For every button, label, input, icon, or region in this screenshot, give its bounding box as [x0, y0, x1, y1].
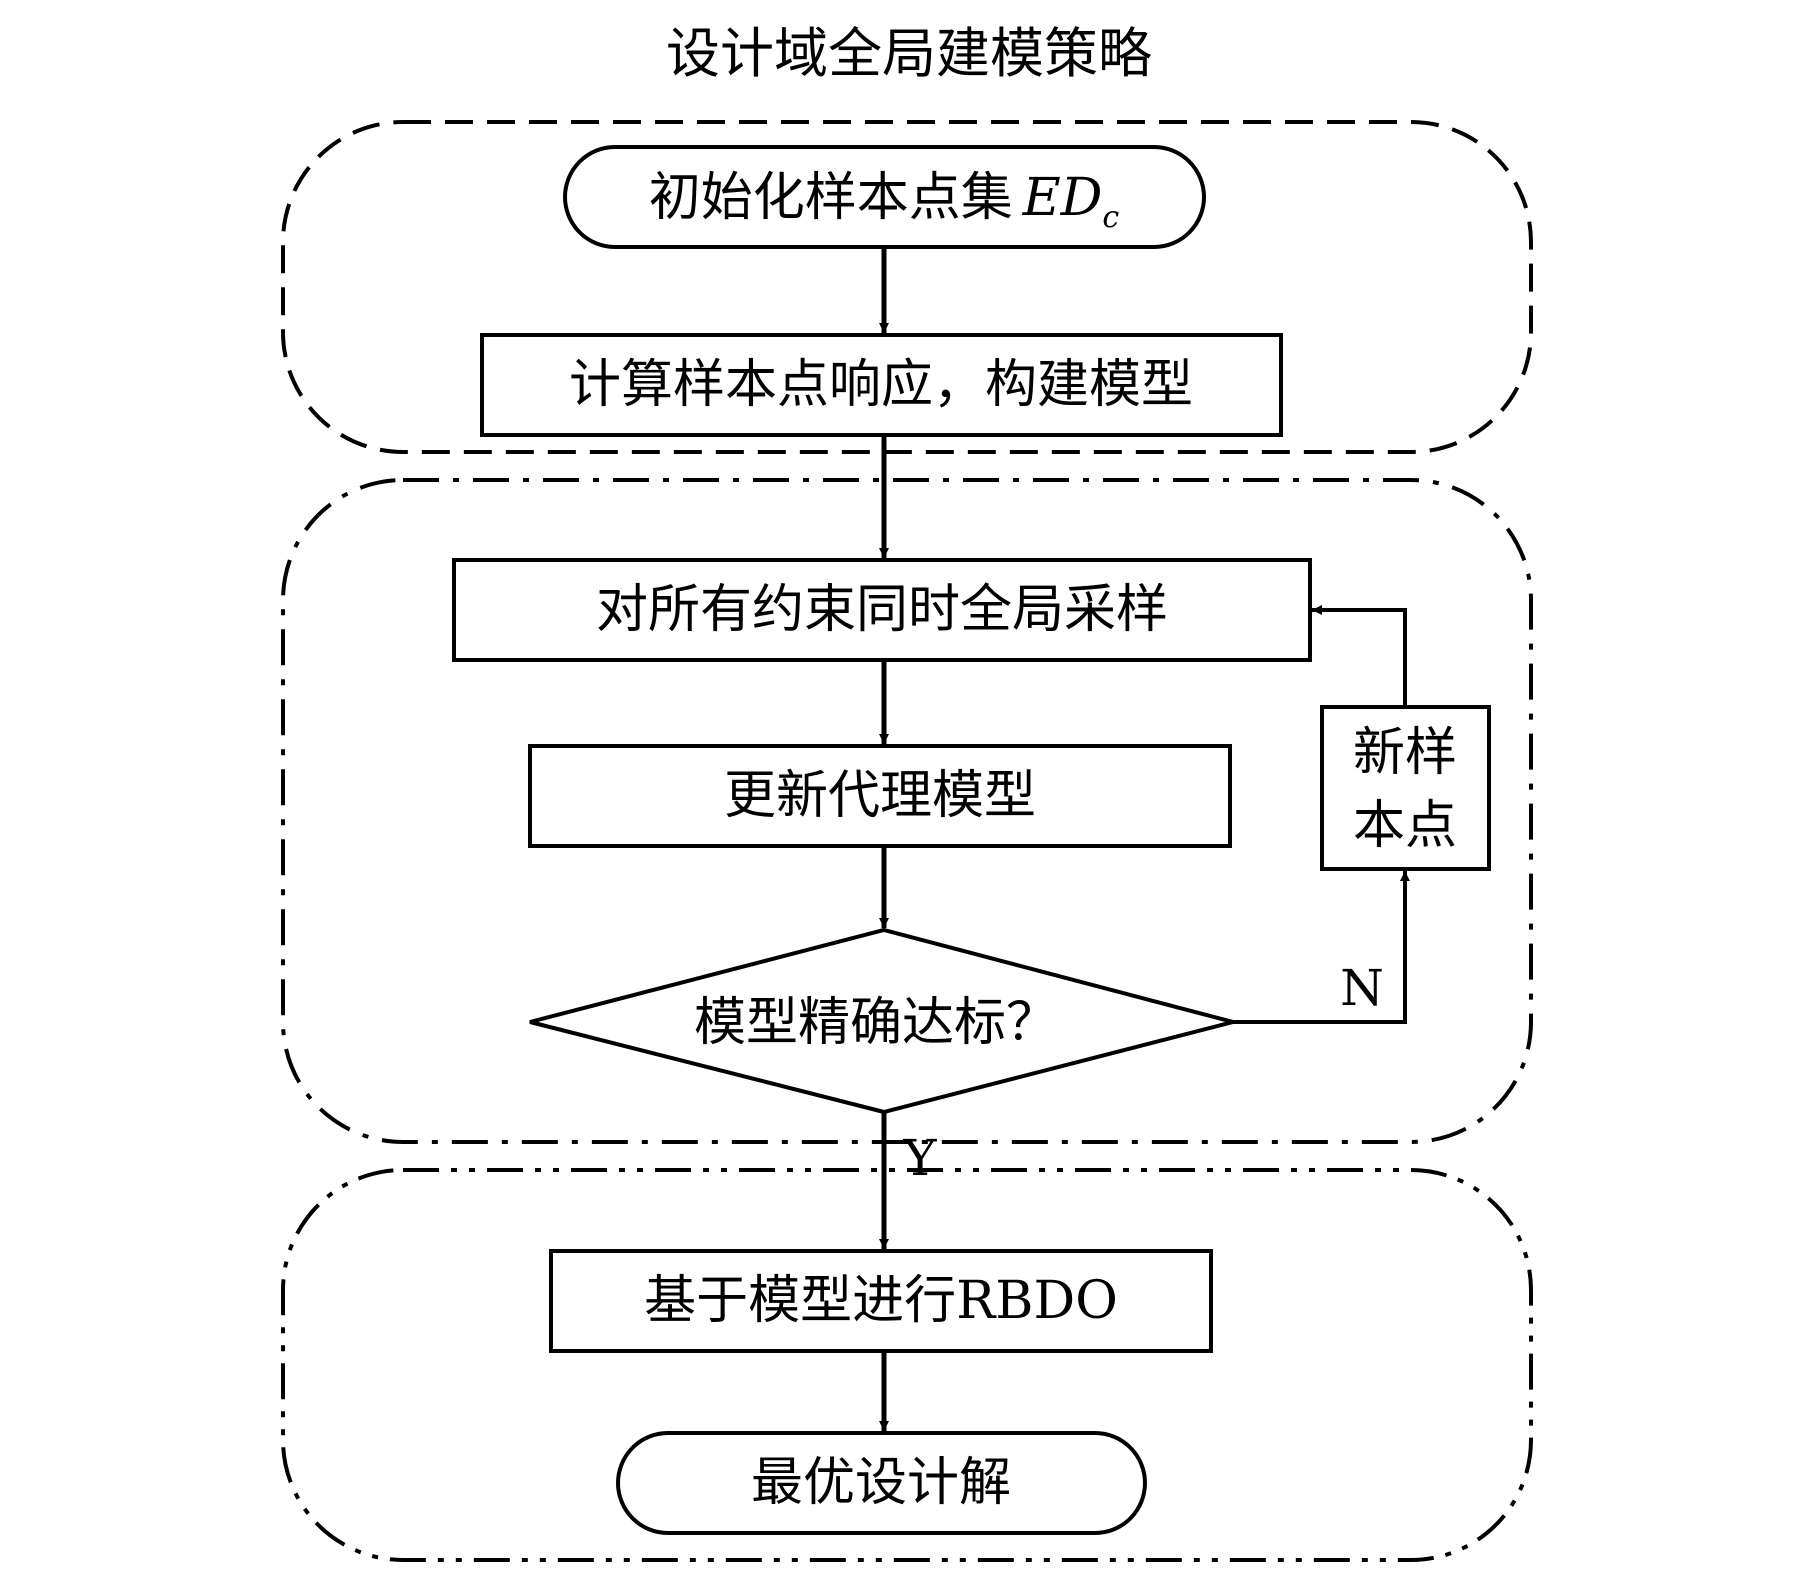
- new-point-label-1: 新样: [1353, 723, 1457, 783]
- update-node-label: 更新代理模型: [724, 766, 1036, 826]
- compute-node: [480, 333, 1283, 437]
- compute-node-label: 计算样本点响应，构建模型: [569, 355, 1193, 415]
- optimal-node: [616, 1431, 1147, 1535]
- sample-node-label: 对所有约束同时全局采样: [596, 580, 1168, 640]
- new-point-label-2: 本点: [1353, 796, 1457, 856]
- rbdo-node: [549, 1249, 1213, 1353]
- init-node-math-sub: c: [1102, 200, 1119, 235]
- edge-newpoint-to-sample: [1312, 605, 1407, 707]
- group-initial-modeling: [281, 120, 1533, 454]
- sample-node: [452, 558, 1312, 662]
- rbdo-node-label: 基于模型进行RBDO: [644, 1271, 1118, 1331]
- optimal-node-label: 最优设计解: [751, 1453, 1011, 1513]
- edge-label-no: N: [1340, 959, 1384, 1017]
- new-point-node: [1320, 705, 1491, 871]
- init-node-math: ED: [1022, 168, 1103, 228]
- decision-node-label: 模型精确达标？: [694, 993, 1058, 1053]
- group-optimization: [281, 1168, 1533, 1562]
- init-node-label: 初始化样本点集: [649, 168, 1013, 228]
- edge-decision-no: [1233, 871, 1410, 1024]
- diagram-title: 设计域全局建模策略: [666, 22, 1152, 85]
- update-node: [528, 744, 1232, 848]
- group-global-sampling: [281, 478, 1533, 1144]
- edge-label-yes: Y: [902, 1129, 937, 1187]
